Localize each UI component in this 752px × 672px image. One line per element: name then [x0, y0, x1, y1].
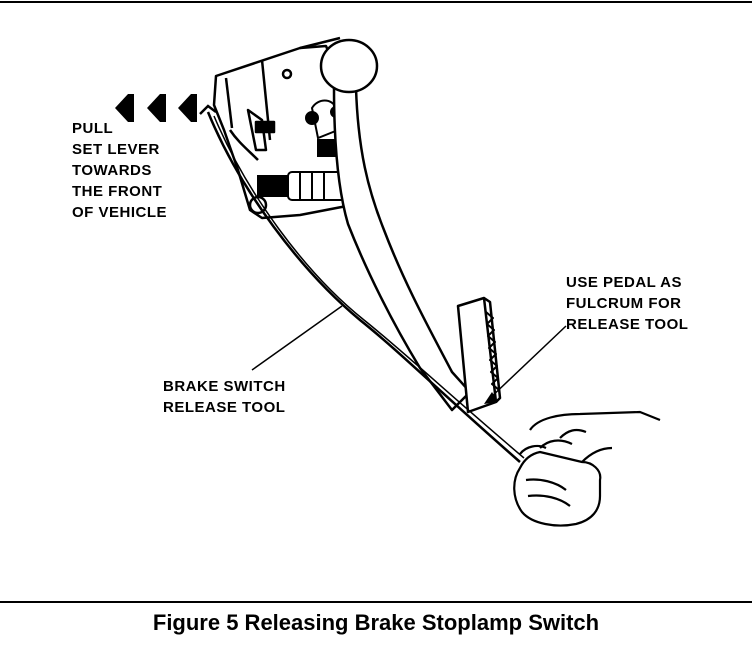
pull-instruction-label: PULL SET LEVER TOWARDS THE FRONT OF VEHI… — [72, 118, 167, 223]
pull-line: OF VEHICLE — [72, 204, 168, 221]
hand — [513, 410, 661, 527]
pull-line: TOWARDS — [72, 162, 152, 179]
tool-leader-line — [251, 305, 343, 371]
pull-line: SET LEVER — [72, 141, 160, 158]
release-tool-line: RELEASE TOOL — [163, 399, 286, 416]
pull-line: THE FRONT — [72, 183, 163, 200]
pedal-leader-arrowhead — [484, 392, 498, 404]
release-tool — [199, 104, 525, 463]
pedal-leader-line — [487, 325, 567, 401]
pedal-knob — [319, 38, 379, 94]
pedal-fulcrum-line: RELEASE TOOL — [566, 316, 689, 333]
pedal-arm — [332, 86, 472, 412]
pedal-fulcrum-label: USE PEDAL AS FULCRUM FOR RELEASE TOOL — [566, 272, 688, 335]
release-tool-line: BRAKE SWITCH — [163, 378, 286, 395]
release-tool-label: BRAKE SWITCH RELEASE TOOL — [163, 376, 286, 418]
pedal-fulcrum-line: USE PEDAL AS — [566, 274, 683, 291]
figure-caption: Figure 5 Releasing Brake Stoplamp Switch — [152, 610, 600, 635]
pedal-fulcrum-line: FULCRUM FOR — [566, 295, 682, 312]
left-arrows-icon — [115, 94, 197, 122]
pull-line: PULL — [72, 120, 114, 137]
